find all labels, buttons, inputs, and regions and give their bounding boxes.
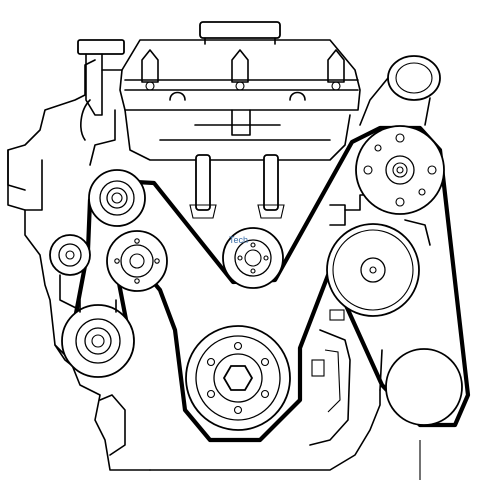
alternator-pulley: [326, 223, 420, 317]
tensioner-pulley: [61, 299, 135, 378]
crankshaft-pulley: [185, 325, 291, 431]
power-steering-pulley: [355, 125, 445, 215]
left-bracket-pulley: [49, 234, 91, 311]
idler-pulley-upper-left: [88, 169, 146, 227]
crank-pulley-small: [106, 230, 168, 292]
coolant-outlet: [359, 55, 441, 126]
cylinder-head: [89, 21, 361, 219]
water-pump-pulley: [222, 227, 284, 289]
ac-compressor-pulley: [385, 348, 463, 426]
intake-pipe: [77, 39, 125, 141]
watermark-text: Tech: [229, 235, 248, 245]
